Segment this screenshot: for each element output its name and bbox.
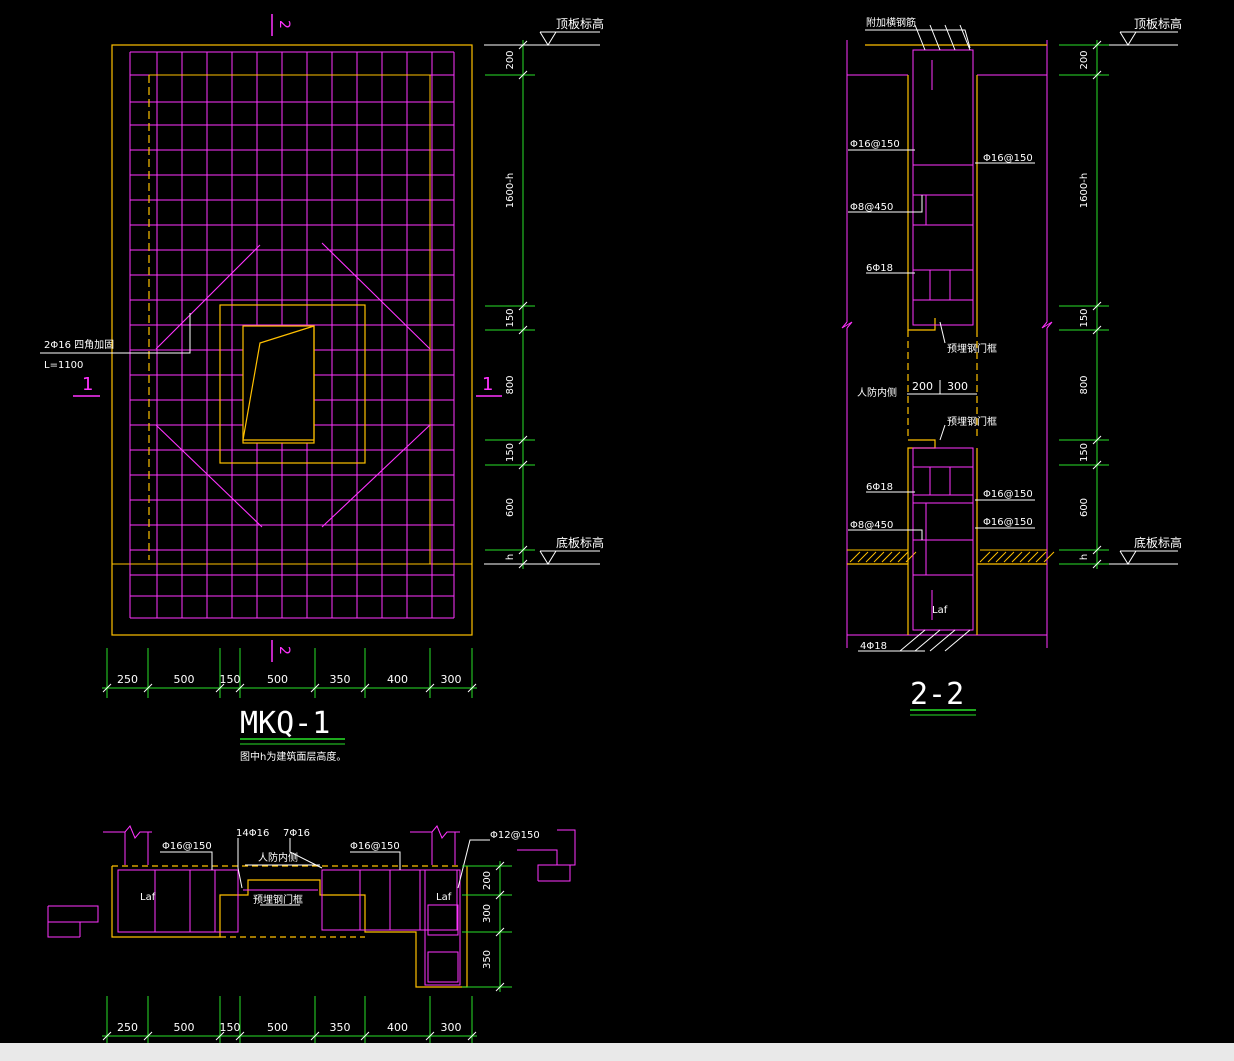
- svg-text:2: 2: [276, 20, 292, 29]
- s22-6phi18-upper: 6Φ18: [866, 263, 893, 274]
- section-2-2: 附加横钢筋 Φ16@150 Φ16@150 Φ8@450 6Φ18 预埋钢门框 …: [841, 16, 1182, 716]
- dimension-label: 600: [505, 498, 516, 517]
- svg-text:顶板标高: 顶板标高: [1134, 16, 1182, 31]
- dimension-label: 300: [482, 904, 493, 923]
- s22-phi16-lower: Φ16@150: [983, 489, 1033, 500]
- plan-note: 图中h为建筑面层高度。: [240, 750, 346, 763]
- dimension-label: 150: [505, 443, 516, 462]
- svg-text:1: 1: [82, 374, 93, 395]
- svg-text:底板标高: 底板标高: [556, 535, 604, 550]
- s11-embed: 预埋钢门框: [253, 893, 303, 906]
- s11-concrete-outline: [111, 866, 468, 988]
- dimension-label: 150: [1079, 308, 1090, 327]
- status-bar: [0, 1043, 1234, 1061]
- s22-laf: Laf: [932, 605, 948, 616]
- dimension-label: 1600-h: [1079, 173, 1090, 208]
- s22-embed-upper: 预埋钢门框: [947, 342, 997, 355]
- s22-phi16-left: Φ16@150: [850, 139, 900, 150]
- dimension-label: 350: [330, 1021, 351, 1034]
- s22-title: 2-2: [910, 677, 964, 712]
- s22-6phi18-lower: 6Φ18: [866, 482, 893, 493]
- svg-text:2: 2: [276, 646, 292, 655]
- s22-rebar-top: 附加横钢筋: [866, 16, 916, 29]
- svg-text:底板标高: 底板标高: [1134, 535, 1182, 550]
- plan-horizontal-dimensions: 250 500 150 500 350 400 300: [102, 648, 477, 698]
- s11-horizontal-dimensions: 250 500 150 500 350 400 300: [102, 996, 477, 1046]
- dimension-label: 200: [482, 871, 493, 890]
- s11-laf-right: Laf: [436, 892, 452, 903]
- section-marker-1-right: 1: [476, 374, 502, 397]
- dimension-label: 800: [505, 375, 516, 394]
- s22-bottom-level: 底板标高: [1086, 535, 1182, 565]
- dimension-label: 150: [220, 673, 241, 686]
- s22-dim-300: 300: [947, 380, 968, 393]
- section-1-1: Φ16@150 14Φ16 7Φ16 Φ16@150 Φ12@150 人防内侧 …: [47, 825, 576, 1046]
- dimension-label: 150: [1079, 443, 1090, 462]
- dimension-label: 300: [441, 1021, 462, 1034]
- s22-phi16-right: Φ16@150: [983, 153, 1033, 164]
- section-marker-2-bottom: 2: [271, 640, 292, 662]
- dimension-label: 300: [441, 673, 462, 686]
- dimension-label: 800: [1079, 375, 1090, 394]
- dimension-label: 150: [220, 1021, 241, 1034]
- section-marker-1-left: 1: [73, 374, 100, 397]
- door-opening: [242, 325, 315, 444]
- svg-text:1: 1: [482, 374, 493, 395]
- dimension-label: 500: [267, 673, 288, 686]
- s22-phi8-lower: Φ8@450: [850, 520, 893, 531]
- dimension-label: 200: [1079, 50, 1090, 69]
- dimension-label: 250: [117, 1021, 138, 1034]
- door-leaf-symbol: [242, 325, 315, 441]
- dimension-label: 500: [174, 673, 195, 686]
- dimension-label: 400: [387, 1021, 408, 1034]
- s22-dim-200: 200: [912, 380, 933, 393]
- callout-text-2: L=1100: [44, 360, 83, 371]
- diagonal-reinforcement: [155, 242, 431, 528]
- dimension-label: h: [505, 554, 516, 560]
- s22-phi16-lower2: Φ16@150: [983, 517, 1033, 528]
- plan-view: 2Φ16 四角加固 L=1100 1 1 2 2 200 1600-h 150 800…: [40, 14, 604, 763]
- s11-laf-left: Laf: [140, 892, 156, 903]
- plan-bottom-level: 底板标高: [484, 535, 604, 565]
- s22-top-level: 顶板标高: [1086, 16, 1182, 46]
- plan-vertical-dimensions: 200 1600-h 150 800 150 600 h: [485, 40, 535, 569]
- s11-vertical-dimensions: 200 300 350: [462, 861, 512, 992]
- dimension-label: h: [1079, 554, 1090, 560]
- section-marker-2-top: 2: [271, 14, 292, 36]
- door-frame-outer: [219, 304, 366, 464]
- plan-title: MKQ-1: [240, 706, 330, 741]
- dimension-label: 1600-h: [505, 173, 516, 208]
- dimension-label: 600: [1079, 498, 1090, 517]
- s11-14phi16: 14Φ16: [236, 828, 269, 839]
- dimension-label: 200: [505, 50, 516, 69]
- dimension-label: 500: [267, 1021, 288, 1034]
- plan-rebar-grid: [129, 51, 455, 619]
- plan-top-level: 顶板标高: [484, 16, 604, 46]
- s11-7phi16: 7Φ16: [283, 828, 310, 839]
- s11-phi12: Φ12@150: [490, 830, 540, 841]
- svg-text:顶板标高: 顶板标高: [556, 16, 604, 31]
- s22-embed-lower: 预埋钢门框: [947, 415, 997, 428]
- dimension-label: 500: [174, 1021, 195, 1034]
- s22-vertical-dimensions: 200 1600-h 150 800 150 600 h: [1059, 40, 1109, 569]
- s22-door-side: 人防内侧: [857, 386, 897, 399]
- callout-leader: [40, 313, 191, 354]
- s22-phi8-upper: Φ8@450: [850, 202, 893, 213]
- plan-inner-outline: [111, 563, 473, 636]
- callout-text-1: 2Φ16 四角加固: [44, 339, 114, 351]
- dimension-label: 250: [117, 673, 138, 686]
- dimension-label: 400: [387, 673, 408, 686]
- dimension-label: 350: [482, 950, 493, 969]
- s11-phi16-right: Φ16@150: [350, 841, 400, 852]
- dimension-label: 350: [330, 673, 351, 686]
- plan-inner-frame: [149, 74, 431, 564]
- s11-phi16-left: Φ16@150: [162, 841, 212, 852]
- dimension-label: 150: [505, 308, 516, 327]
- s11-door-side: 人防内侧: [258, 851, 298, 864]
- s22-4phi18: 4Φ18: [860, 641, 887, 652]
